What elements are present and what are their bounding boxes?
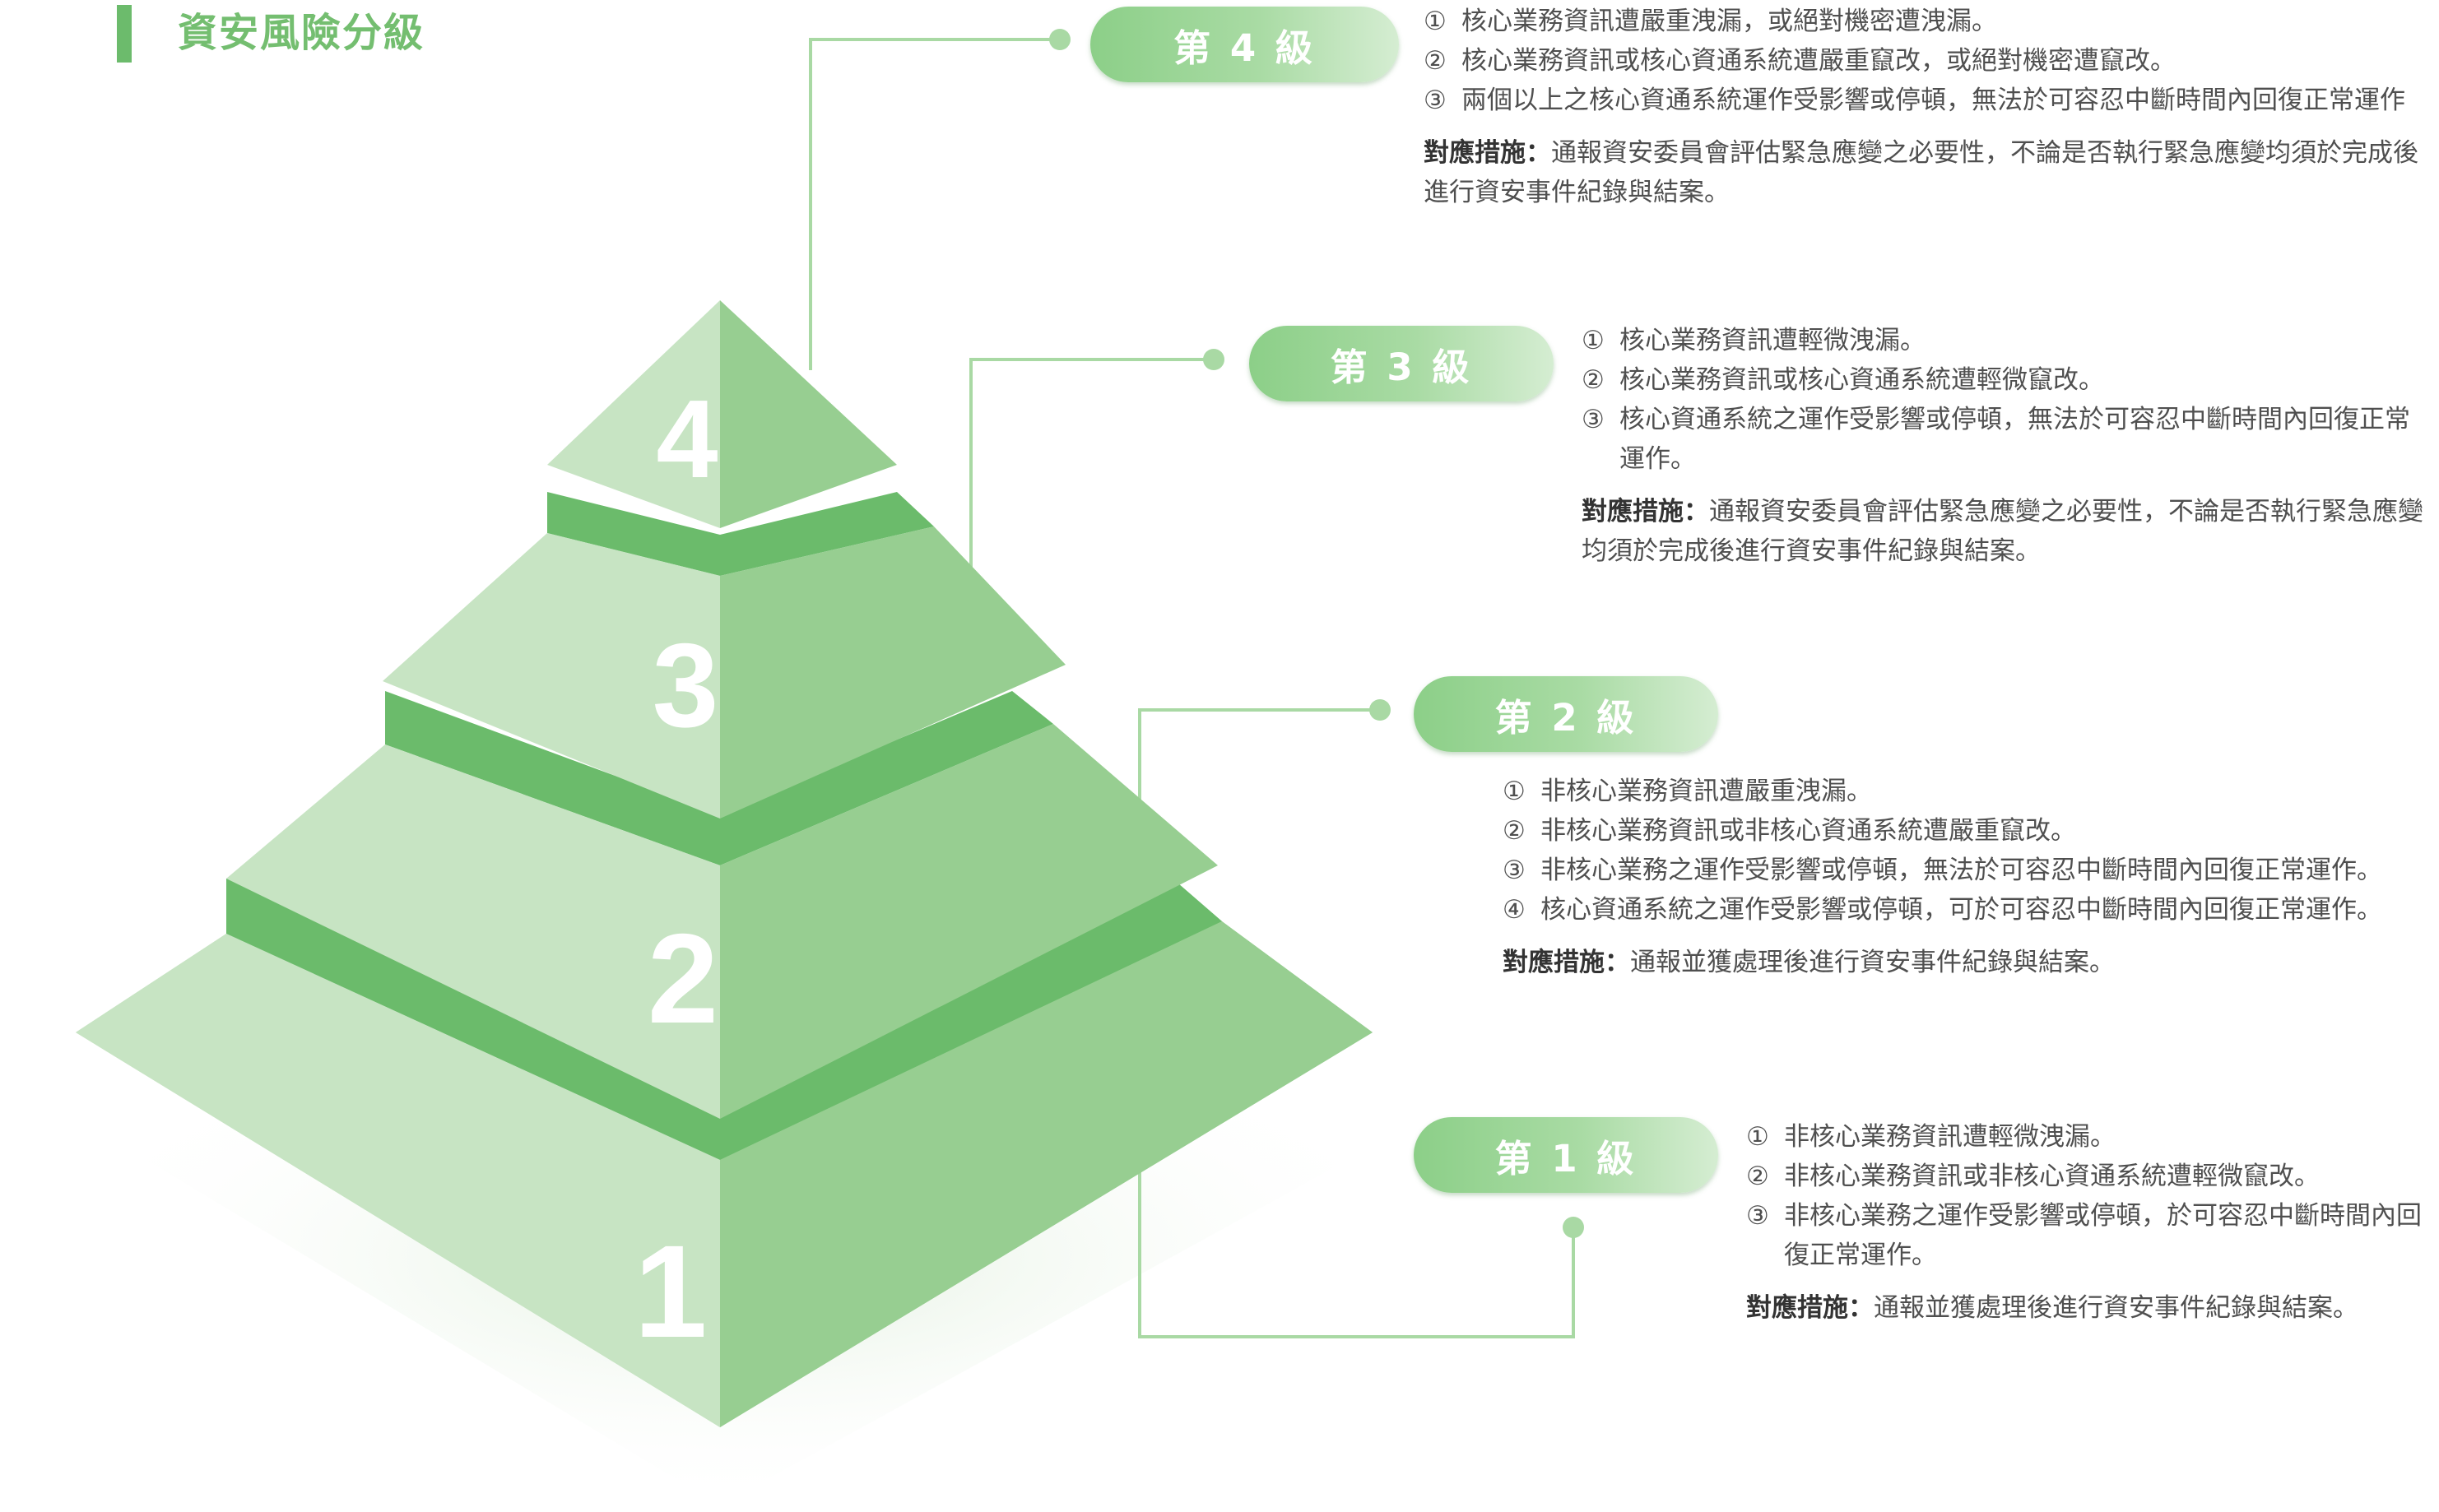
item-text: 非核心業務資訊或非核心資通系統遭輕微竄改。	[1784, 1162, 2320, 1191]
level-3-measure: 對應措施：通報資安委員會評估緊急應變之必要性，不論是否執行緊急應變均須於完成後進…	[1582, 492, 2429, 571]
level-1-item: ② 非核心業務資訊或非核心資通系統遭輕微竄改。	[1746, 1157, 2437, 1196]
level-4-item: ① 核心業務資訊遭嚴重洩漏，或絕對機密遭洩漏。	[1424, 2, 2436, 41]
connector-level-1	[1138, 1160, 1575, 1338]
item-text: 非核心業務資訊遭嚴重洩漏。	[1540, 777, 1872, 806]
level-4-description: ① 核心業務資訊遭嚴重洩漏，或絕對機密遭洩漏。 ② 核心業務資訊或核心資通系統遭嚴重…	[1424, 2, 2436, 212]
tier-number-3: 3	[653, 619, 719, 752]
level-2-item: ① 非核心業務資訊遭嚴重洩漏。	[1503, 772, 2432, 811]
level-4-badge: 第 4 級	[1090, 7, 1399, 82]
tier-3-band	[547, 492, 720, 576]
item-number: ①	[1746, 1122, 1769, 1152]
level-2-item: ④ 核心資通系統之運作受影響或停頓，可於可容忍中斷時間內回復正常運作。	[1503, 890, 2432, 930]
tier-numbers: 1 2 3 4	[634, 377, 719, 1365]
level-4-item: ② 核心業務資訊或核心資通系統遭嚴重竄改，或絕對機密遭竄改。	[1424, 41, 2436, 81]
measure-text: 通報資安委員會評估緊急應變之必要性，不論是否執行緊急應變均須於完成後進行資安事件…	[1582, 497, 2423, 566]
item-text: 核心業務資訊遭嚴重洩漏，或絕對機密遭洩漏。	[1461, 7, 1997, 36]
measure-label: 對應措施：	[1746, 1293, 1874, 1323]
level-1-measure: 對應措施：通報並獲處理後進行資安事件紀錄與結案。	[1746, 1288, 2437, 1328]
title-accent-bar	[117, 5, 132, 63]
level-3-item: ② 核心業務資訊或核心資通系統遭輕微竄改。	[1582, 360, 2429, 400]
tier-2-right-face	[720, 724, 1218, 1119]
connector-dot-3	[1203, 349, 1224, 370]
pyramid-tier-3	[383, 492, 1066, 819]
item-number: ①	[1503, 777, 1526, 806]
level-3-badge-label: 第 3 級	[1330, 345, 1473, 389]
item-number: ②	[1746, 1162, 1769, 1191]
level-1-item: ③ 非核心業務之運作受影響或停頓，於可容忍中斷時間內回復正常運作。	[1746, 1196, 2437, 1275]
level-1-badge-label: 第 1 級	[1494, 1136, 1638, 1180]
connector-dot-4	[1049, 29, 1071, 50]
level-4-measure: 對應措施：通報資安委員會評估緊急應變之必要性，不論是否執行緊急應變均須於完成後進…	[1424, 133, 2436, 212]
measure-label: 對應措施：	[1503, 948, 1630, 977]
connector-level-2	[1138, 708, 1380, 847]
item-number: ②	[1582, 365, 1605, 395]
level-3-description: ① 核心業務資訊遭輕微洩漏。 ② 核心業務資訊或核心資通系統遭輕微竄改。 ③ 核心資通…	[1582, 321, 2429, 571]
item-text: 核心業務資訊或核心資通系統遭輕微竄改。	[1619, 365, 2104, 395]
item-number: ③	[1746, 1201, 1769, 1231]
item-text: 核心資通系統之運作受影響或停頓，可於可容忍中斷時間內回復正常運作。	[1540, 895, 2382, 925]
tier-1-front-left	[76, 934, 720, 1427]
tier-3-left-face	[383, 533, 720, 819]
connector-dots	[1049, 29, 1584, 1238]
level-2-measure: 對應措施：通報並獲處理後進行資安事件紀錄與結案。	[1503, 943, 2432, 982]
tier-3-right-face	[720, 526, 1066, 819]
tier-number-4: 4	[656, 377, 718, 501]
measure-label: 對應措施：	[1582, 497, 1709, 526]
tier-1-front-right	[720, 921, 1373, 1427]
item-number: ①	[1582, 326, 1605, 355]
measure-text: 通報並獲處理後進行資安事件紀錄與結案。	[1630, 948, 2115, 977]
item-number: ④	[1503, 895, 1526, 925]
pyramid-tier-2	[226, 691, 1218, 1119]
measure-label: 對應措施：	[1424, 138, 1551, 168]
item-text: 非核心業務資訊或非核心資通系統遭嚴重竄改。	[1540, 816, 2076, 846]
tier-4-right-face	[720, 300, 897, 528]
tier-number-2: 2	[648, 907, 718, 1050]
item-text: 非核心業務之運作受影響或停頓，無法於可容忍中斷時間內回復正常運作。	[1540, 856, 2382, 885]
item-text: 核心業務資訊遭輕微洩漏。	[1619, 326, 1926, 355]
level-4-item: ③ 兩個以上之核心資通系統運作受影響或停頓，無法於可容忍中斷時間內回復正常運作	[1424, 81, 2436, 120]
connector-level-3	[969, 358, 1214, 580]
level-1-badge: 第 1 級	[1414, 1117, 1718, 1193]
tier-3-band-right	[720, 492, 934, 576]
level-2-item: ② 非核心業務資訊或非核心資通系統遭嚴重竄改。	[1503, 811, 2432, 851]
measure-text: 通報並獲處理後進行資安事件紀錄與結案。	[1874, 1293, 2358, 1323]
pyramid-tier-4	[547, 300, 897, 528]
item-text: 核心資通系統之運作受影響或停頓，無法於可容忍中斷時間內回復正常運作。	[1619, 405, 2410, 474]
item-text: 非核心業務資訊遭輕微洩漏。	[1784, 1122, 2116, 1152]
tier-4-left-face	[547, 300, 720, 528]
level-2-item: ③ 非核心業務之運作受影響或停頓，無法於可容忍中斷時間內回復正常運作。	[1503, 851, 2432, 890]
item-number: ③	[1424, 86, 1447, 115]
tier-number-1: 1	[634, 1217, 708, 1365]
tier-2-left-face	[226, 744, 720, 1119]
tier-2-band	[385, 691, 720, 865]
item-number: ①	[1424, 7, 1447, 36]
level-3-item: ① 核心業務資訊遭輕微洩漏。	[1582, 321, 2429, 360]
item-number: ③	[1582, 405, 1605, 434]
measure-text: 通報資安委員會評估緊急應變之必要性，不論是否執行緊急應變均須於完成後進行資安事件…	[1424, 138, 2418, 207]
page-title: 資安風險分級	[178, 10, 425, 56]
level-2-badge: 第 2 級	[1414, 676, 1718, 752]
level-4-badge-label: 第 4 級	[1173, 26, 1316, 70]
item-text: 核心業務資訊或核心資通系統遭嚴重竄改，或絕對機密遭竄改。	[1461, 46, 2176, 76]
connector-level-4	[809, 38, 1060, 370]
connector-dot-2	[1369, 699, 1391, 721]
item-number: ②	[1503, 816, 1526, 846]
level-2-badge-label: 第 2 級	[1494, 695, 1638, 740]
item-number: ③	[1503, 856, 1526, 885]
connector-dot-1	[1563, 1217, 1584, 1238]
item-text: 兩個以上之核心資通系統運作受影響或停頓，無法於可容忍中斷時間內回復正常運作	[1461, 86, 2405, 115]
item-text: 非核心業務之運作受影響或停頓，於可容忍中斷時間內回復正常運作。	[1784, 1201, 2422, 1270]
tier-2-band-right	[720, 691, 1053, 865]
level-1-item: ① 非核心業務資訊遭輕微洩漏。	[1746, 1117, 2437, 1157]
level-3-item: ③ 核心資通系統之運作受影響或停頓，無法於可容忍中斷時間內回復正常運作。	[1582, 400, 2429, 479]
item-number: ②	[1424, 46, 1447, 76]
level-3-badge: 第 3 級	[1249, 326, 1554, 401]
